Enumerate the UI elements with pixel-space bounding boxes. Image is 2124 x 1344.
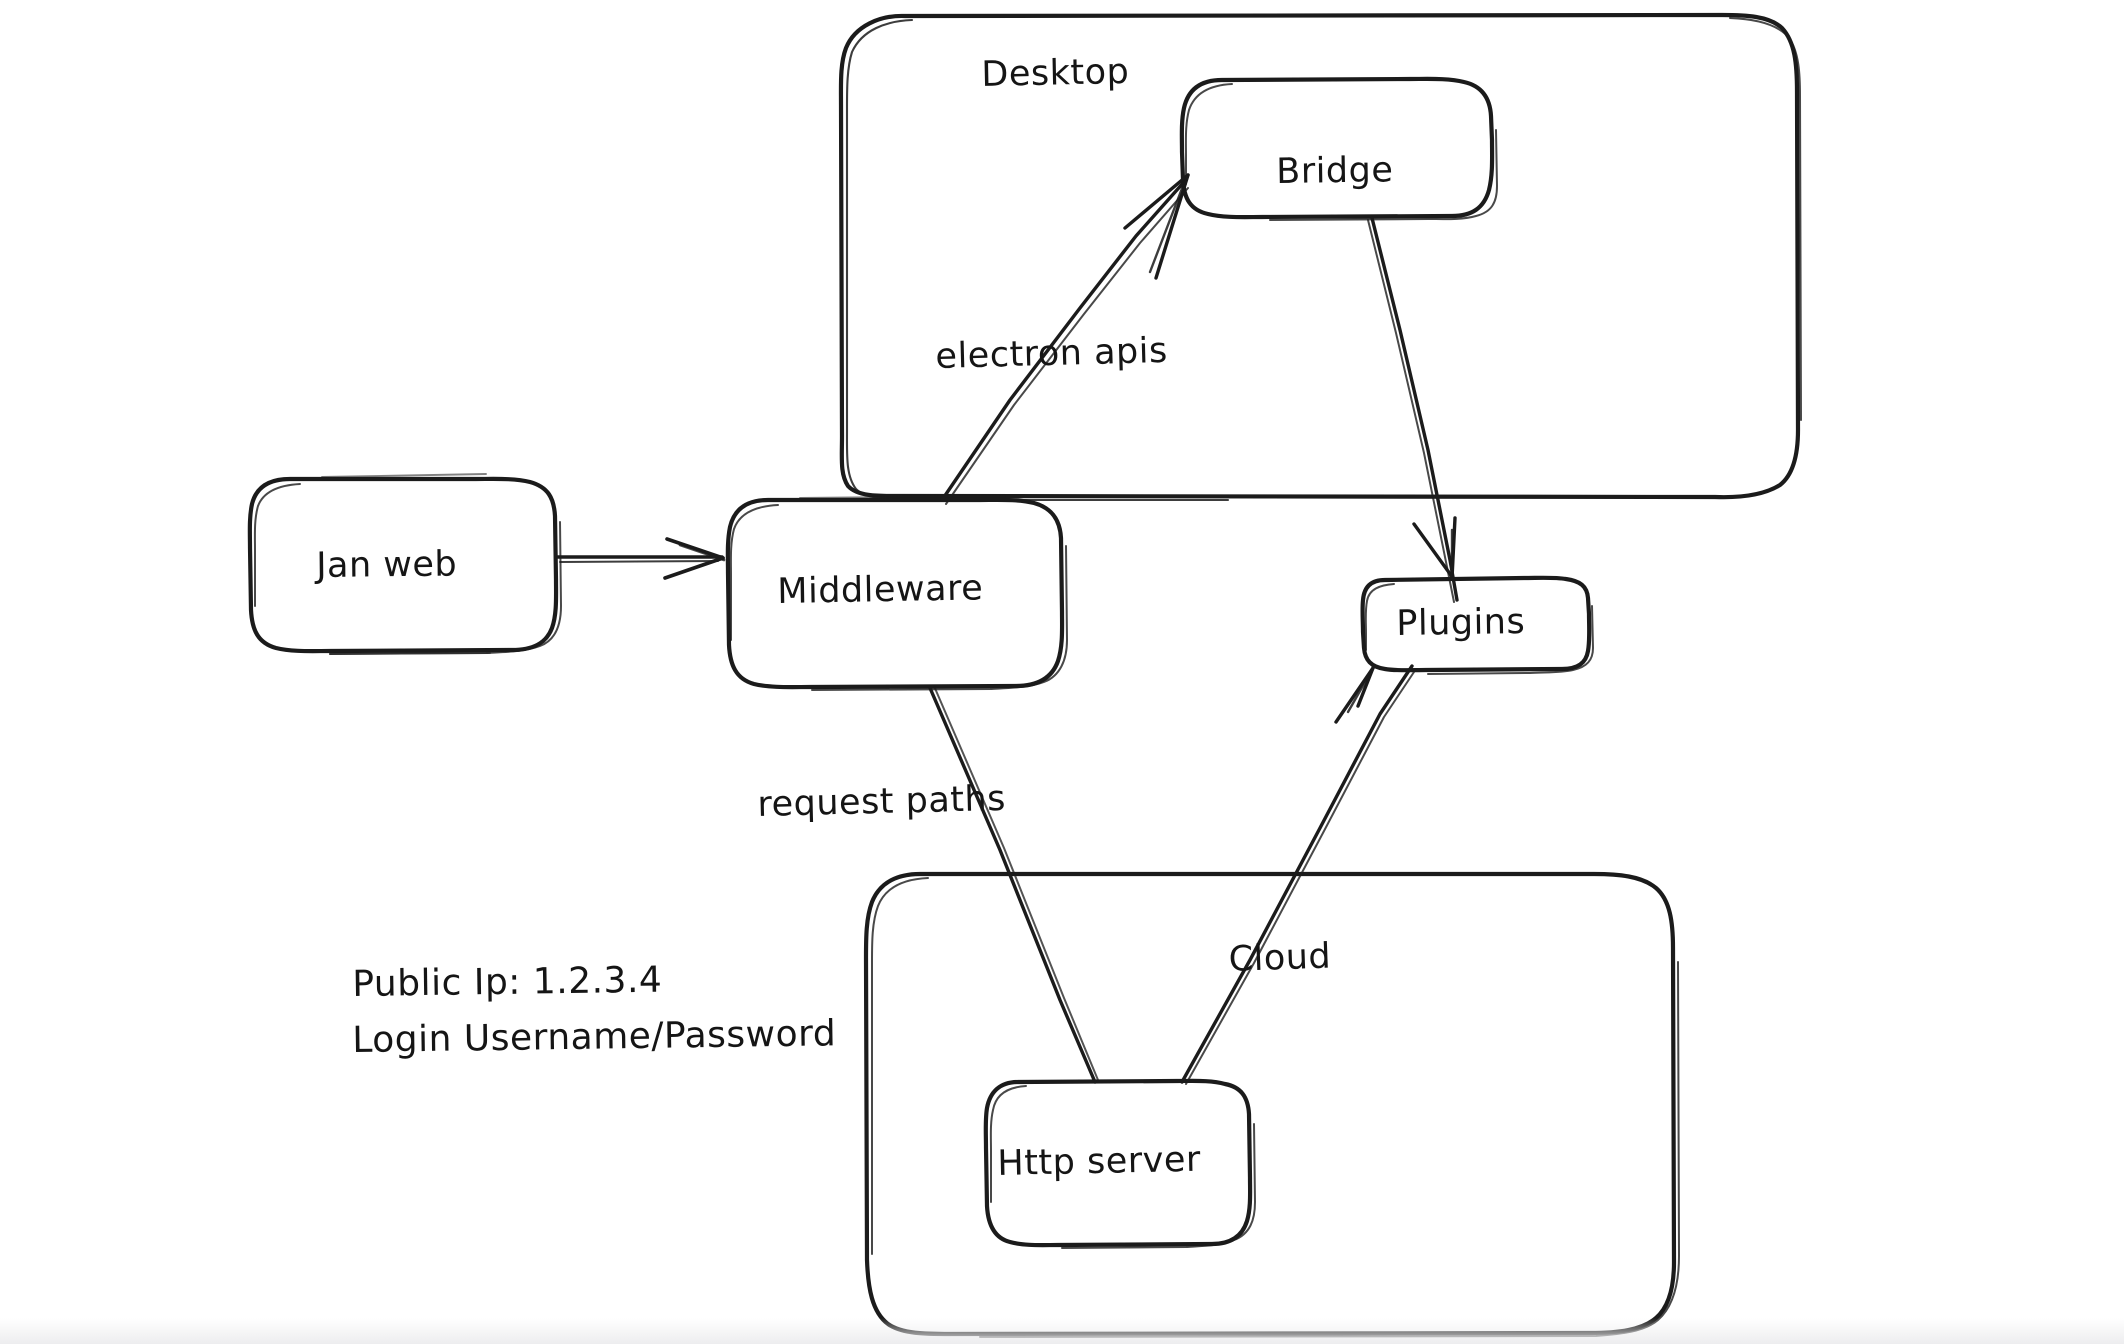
node-label-jan-web: Jan web: [316, 544, 458, 586]
edge-middleware-to-http-server: [928, 685, 1099, 1084]
node-plugins-outline: [1360, 575, 1594, 675]
edge-http-server-to-plugins: [1180, 664, 1417, 1085]
note-login-credentials: Login Username/Password: [352, 1013, 837, 1061]
edge-label-electron-apis: electron apis: [935, 330, 1169, 377]
edge-middleware-to-bridge: [940, 173, 1190, 505]
node-jan-web-outline: [247, 473, 562, 655]
node-label-plugins: Plugins: [1396, 601, 1526, 644]
container-desktop-outline: [838, 12, 1802, 502]
node-label-middleware: Middleware: [777, 568, 984, 612]
node-label-bridge: Bridge: [1276, 150, 1394, 192]
edge-bridge-to-plugins: [1367, 216, 1459, 603]
edge-jan-web-to-middleware: [556, 537, 726, 580]
node-label-http-server: Http server: [997, 1139, 1202, 1184]
edge-label-cloud: Cloud: [1228, 936, 1332, 980]
node-middleware-outline: [725, 495, 1068, 691]
note-public-ip: Public Ip: 1.2.3.4: [352, 959, 663, 1005]
node-bridge-outline: [1179, 76, 1498, 221]
edge-label-request-paths: request paths: [757, 778, 1007, 825]
container-label-desktop: Desktop: [981, 51, 1130, 95]
node-http-server-outline: [983, 1078, 1256, 1249]
